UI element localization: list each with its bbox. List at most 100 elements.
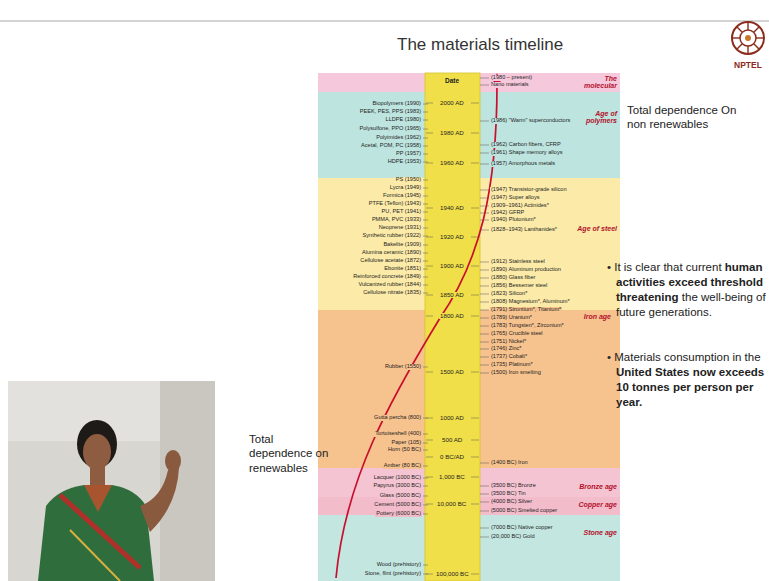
- material-entry: (1791) Strontium*, Titanium*: [490, 307, 562, 313]
- material-entry: Cellulose acetate (1872): [359, 258, 422, 264]
- leader-line: [426, 163, 433, 164]
- leader-line: [423, 505, 428, 506]
- material-entry: (1909–1961) Actinides*: [490, 203, 550, 209]
- leader-line: [471, 133, 479, 134]
- material-entry: (1980 – present): [490, 75, 533, 81]
- curve-note: Total dependence On non renewables: [627, 103, 739, 132]
- leader-line: [471, 418, 479, 419]
- material-entry: Alumina ceramic (1890): [361, 250, 422, 256]
- material-entry: (1947) Transistor-grade silicon: [490, 187, 568, 193]
- leader-line: [423, 418, 428, 419]
- material-entry: Lycra (1949): [389, 185, 422, 191]
- leader-line: [480, 121, 489, 122]
- material-entry: Synthetic rubber (1922): [362, 233, 422, 239]
- material-entry: Paper (105): [390, 440, 422, 446]
- leader-line: [423, 204, 428, 205]
- leader-line: [423, 466, 428, 467]
- dependence-curve: [336, 73, 502, 578]
- material-entry: PEEK, PES, PPS (1983): [359, 109, 422, 115]
- leader-line: [423, 129, 428, 130]
- leader-line: [471, 295, 479, 296]
- date-tick: 100,000 BC: [435, 571, 470, 577]
- material-entry: Rubber (1550): [384, 364, 422, 370]
- era-label: Stone age: [584, 529, 617, 536]
- leader-line: [471, 372, 479, 373]
- leader-line: [423, 188, 428, 189]
- material-entry: (1500) Iron smelting: [490, 370, 542, 376]
- leader-line: [480, 278, 489, 279]
- leader-line: [426, 103, 433, 104]
- material-entry: Bakelite (1909): [382, 242, 422, 248]
- leader-line: [426, 457, 433, 458]
- material-entry: Pottery (6000 BC): [375, 511, 422, 517]
- material-entry: (1940) Plutonium*: [490, 217, 537, 223]
- leader-line: [426, 477, 433, 478]
- material-entry: (20,000 BC) Gold: [490, 534, 536, 540]
- era-label: Iron age: [584, 313, 611, 320]
- material-entry: Acetal, POM, PC (1958): [360, 143, 422, 149]
- material-entry: (1737) Cobalt*: [490, 354, 528, 360]
- material-entry: Polysulfone, PPO (1965): [358, 126, 422, 132]
- leader-line: [423, 443, 428, 444]
- leader-line: [480, 286, 489, 287]
- material-entry: (1856) Bessemer steel: [490, 283, 548, 289]
- leader-line: [426, 133, 433, 134]
- era-label: Age of polymers: [583, 110, 617, 125]
- date-tick: 1960 AD: [439, 160, 465, 166]
- material-entry: (3500 BC) Bronze: [490, 483, 537, 489]
- era-label: Bronze age: [579, 483, 617, 490]
- material-entry: Lacquer (1000 BC): [373, 475, 422, 481]
- leader-line: [471, 574, 479, 575]
- bullet-point: • Materials consumption in the United St…: [607, 350, 768, 410]
- leader-line: [426, 266, 433, 267]
- leader-line: [480, 270, 489, 271]
- leader-line: [423, 138, 428, 139]
- speaker-photo: [8, 381, 215, 581]
- material-entry: (1400 BC) Iron: [490, 460, 529, 466]
- leader-line: [423, 277, 428, 278]
- date-tick: 1920 AD: [439, 234, 465, 240]
- leader-line: [480, 326, 489, 327]
- material-entry: (1765) Crucible steel: [490, 331, 544, 337]
- date-tick: 1,000 BC: [438, 474, 466, 480]
- leader-line: [426, 295, 433, 296]
- leader-line: [480, 262, 489, 263]
- leader-line: [423, 486, 428, 487]
- leader-line: [426, 440, 433, 441]
- material-entry: PU, PET (1941): [381, 209, 422, 215]
- leader-line: [480, 463, 489, 464]
- leader-line: [471, 457, 479, 458]
- date-tick: 1000 AD: [439, 415, 465, 421]
- leader-line: [423, 245, 428, 246]
- leader-line: [480, 342, 489, 343]
- leader-line: [480, 164, 489, 165]
- material-entry: (1735) Platinum*: [490, 362, 534, 368]
- material-entry: (7000 BC) Native copper: [490, 525, 554, 531]
- leader-line: [480, 302, 489, 303]
- leader-line: [480, 357, 489, 358]
- bullet-text: United States now exceeds 10 tonnes per …: [616, 366, 764, 408]
- leader-line: [426, 316, 433, 317]
- leader-line: [426, 372, 433, 373]
- leader-line: [480, 373, 489, 374]
- leader-line: [423, 574, 428, 575]
- material-entry: Formica (1945): [382, 193, 422, 199]
- leader-line: [471, 208, 479, 209]
- leader-line: [471, 477, 479, 478]
- material-entry: Papyrus (3000 BC): [372, 483, 422, 489]
- material-entry: Polyimides (1962): [375, 135, 422, 141]
- leader-line: [423, 253, 428, 254]
- leader-line: [480, 145, 489, 146]
- date-tick: 1940 AD: [439, 205, 465, 211]
- leader-line: [480, 153, 489, 154]
- leader-line: [423, 285, 428, 286]
- material-entry: Reinforced concrete (1849): [352, 274, 422, 280]
- material-entry: Vulcanized rubber (1844): [357, 282, 422, 288]
- leader-line: [423, 212, 428, 213]
- header-rule: [0, 21, 769, 22]
- material-entry: (1808) Magnesium*, Aluminum*: [490, 299, 571, 305]
- era-label: Age of steel: [577, 225, 617, 232]
- leader-line: [480, 528, 489, 529]
- material-entry: (1986) "Warm" superconductors: [490, 118, 571, 124]
- material-entry: (1751) Nickel*: [490, 339, 527, 345]
